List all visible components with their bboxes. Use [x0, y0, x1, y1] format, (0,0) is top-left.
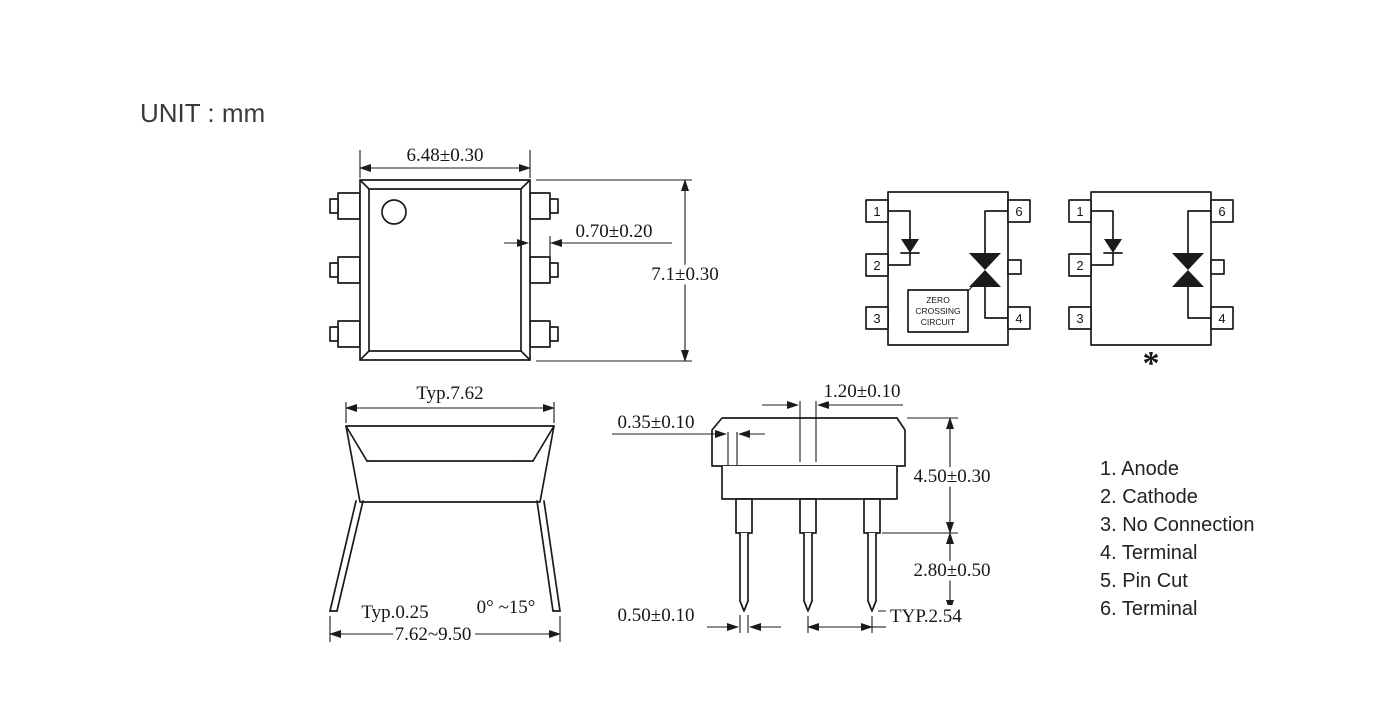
pin-tab: [549, 198, 559, 214]
side-view-dim-body-width: Typ.7.62: [345, 379, 555, 423]
dim-lead-thickness-label: 0.35±0.10: [618, 412, 695, 433]
pin-box-3: [865, 306, 889, 330]
dim-body-height-label: 4.50±0.30: [914, 466, 991, 487]
dim-shoulder-width-label: 1.20±0.10: [824, 381, 901, 402]
lead-tip: [803, 533, 813, 612]
front-view-leads: [735, 498, 881, 612]
pin-tab: [329, 262, 339, 278]
led-symbol: [887, 210, 920, 266]
body-outline: [345, 425, 555, 503]
schematic-body: [1090, 191, 1212, 346]
front-view: 1.20±0.10 0.35±0.10 4.50±0.30 2.80±0.50 …: [612, 377, 995, 633]
pin-box-3: [1068, 306, 1092, 330]
pin-tab: [329, 326, 339, 342]
body-outline: [711, 417, 906, 467]
dim-lead-angle-label: 0° ~15°: [477, 597, 536, 618]
zero-crossing-line3: CIRCUIT: [921, 317, 955, 327]
side-view-package-body: [345, 425, 555, 503]
pin-tab: [549, 262, 559, 278]
pin-number-2: 2: [1076, 258, 1083, 273]
pin-tab: [329, 198, 339, 214]
unit-label: UNIT : mm: [140, 98, 265, 128]
pin1-indicator: [381, 199, 407, 225]
dim-lead-width-label: 0.50±0.10: [618, 605, 695, 626]
pin-shape: [337, 192, 361, 220]
side-view-dim-lead-span: 7.62~9.50: [329, 616, 561, 650]
top-view-dim-width: 6.48±0.30: [359, 141, 531, 178]
pin-shape: [529, 192, 551, 220]
lead-shoulder: [863, 498, 881, 534]
top-view-dim-pin-length: 0.70±0.20: [504, 217, 672, 257]
zero-crossing-line1: ZERO: [926, 295, 950, 305]
pin-number-3: 3: [873, 311, 880, 326]
dim-standoff-label: Typ.0.25: [361, 602, 428, 623]
top-view: 6.48±0.30: [329, 141, 723, 362]
side-view-leads: [329, 500, 561, 612]
pin-number-3: 3: [1076, 311, 1083, 326]
top-view-dim-height: 7.1±0.30: [536, 179, 723, 362]
pin-number-1: 1: [873, 204, 880, 219]
legend-item-5: 5. Pin Cut: [1100, 570, 1188, 592]
pin-shape: [529, 256, 551, 284]
front-view-dim-shoulder-width: 1.20±0.10: [762, 377, 905, 462]
legend-item-1: 1. Anode: [1100, 458, 1179, 480]
side-view: Typ.7.62 Typ.0.25 0° ~15° 7.62~9.50: [329, 379, 561, 650]
legend-item-4: 4. Terminal: [1100, 542, 1197, 564]
dim-pitch-label: TYP.2.54: [890, 606, 962, 627]
top-view-package-body: [359, 179, 531, 361]
dim-height-label: 7.1±0.30: [651, 264, 718, 285]
pin-shape: [337, 256, 361, 284]
pin-number-4: 4: [1218, 311, 1225, 326]
pin-stub-5: [1007, 259, 1022, 275]
front-view-dim-pitch: TYP.2.54: [807, 602, 967, 633]
front-view-dim-lead-width: 0.50±0.10: [613, 601, 781, 633]
pin-shape: [337, 320, 361, 348]
zero-crossing-line2: CROSSING: [915, 306, 960, 316]
lead-shoulder: [735, 498, 753, 534]
dim-lead-length-label: 2.80±0.50: [914, 560, 991, 581]
dim-body-width-label: Typ.7.62: [416, 383, 483, 404]
body-skirt: [721, 466, 898, 500]
schematic-zero-crossing: 1 2 3 6 4 ZERO CROSSING CIRCUIT: [865, 191, 1031, 346]
pin-number-4: 4: [1015, 311, 1022, 326]
front-view-package-body: [711, 417, 906, 500]
dim-width-label: 6.48±0.30: [407, 145, 484, 166]
legend-item-6: 6. Terminal: [1100, 598, 1197, 620]
front-view-dim-body-height: 4.50±0.30: [882, 417, 995, 534]
pin-stub-5: [1210, 259, 1225, 275]
lead-shoulder: [799, 498, 817, 534]
pin-number-2: 2: [873, 258, 880, 273]
pin-number-1: 1: [1076, 204, 1083, 219]
pin-number-6: 6: [1015, 204, 1022, 219]
zero-crossing-box: ZERO CROSSING CIRCUIT: [907, 274, 984, 333]
body-inner-outline: [368, 188, 522, 352]
dim-lead-span-label: 7.62~9.50: [395, 624, 472, 645]
front-view-dim-lead-length: 2.80±0.50: [878, 532, 995, 612]
lead-tip: [739, 533, 749, 612]
footnote-asterisk: *: [1143, 345, 1160, 382]
pin-legend: 1. Anode 2. Cathode 3. No Connection 4. …: [1100, 458, 1255, 620]
dim-pin-length-label: 0.70±0.20: [576, 221, 653, 242]
front-view-dim-lead-thickness: 0.35±0.10: [612, 408, 765, 438]
pin-number-6: 6: [1218, 204, 1225, 219]
led-symbol: [1090, 210, 1123, 266]
triac-symbol: [969, 210, 1009, 319]
legend-item-3: 3. No Connection: [1100, 514, 1255, 536]
pin-tab: [549, 326, 559, 342]
legend-item-2: 2. Cathode: [1100, 486, 1198, 508]
schematic-standard: 1 2 3 6 4 *: [1068, 191, 1234, 382]
lead-tip: [867, 533, 877, 612]
pin-shape: [529, 320, 551, 348]
triac-symbol: [1172, 210, 1212, 319]
